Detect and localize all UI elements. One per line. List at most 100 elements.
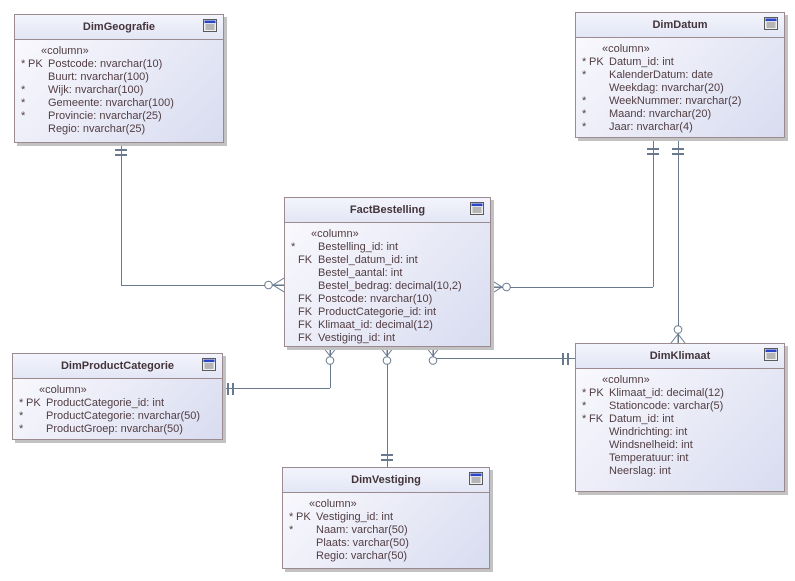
- cardinality-one-tick: [115, 154, 127, 156]
- attribute-text: Datum_id: int: [609, 56, 674, 68]
- attribute-text: ProductCategorie_id: int: [318, 306, 437, 318]
- entity-header: DimKlimaat: [576, 344, 784, 369]
- connector-datum-fact[interactable]: [491, 287, 653, 288]
- table-icon: [470, 202, 484, 215]
- key-label: [26, 423, 46, 436]
- required-flag: *: [582, 69, 587, 81]
- required-flag: *: [582, 95, 587, 107]
- attribute-text: Weekdag: nvarchar(20): [609, 82, 724, 94]
- stereotype-label: «column»: [41, 45, 89, 57]
- key-label: [589, 426, 609, 439]
- key-label: PK: [26, 397, 41, 409]
- attribute-text: Postcode: nvarchar(10): [48, 58, 163, 70]
- required-flag: *: [21, 110, 26, 122]
- key-label: [589, 400, 609, 413]
- attribute-text: Klimaat_id: decimal(12): [318, 319, 433, 331]
- attribute-text: Temperatuur: int: [609, 452, 689, 464]
- attribute-text: ProductCategorie: nvarchar(50): [46, 410, 201, 422]
- attribute-text: Gemeente: nvarchar(100): [48, 97, 174, 109]
- attribute-text: Jaar: nvarchar(4): [609, 121, 693, 133]
- connector-geografie-fact[interactable]: [121, 143, 122, 285]
- stereotype-label: «column»: [311, 228, 359, 240]
- attribute-row: *Naam: varchar(50): [283, 524, 485, 537]
- attribute-row: Regio: varchar(50): [283, 550, 485, 563]
- attribute-row: * Jaar: nvarchar(4): [576, 121, 780, 134]
- key-label: FK: [589, 413, 604, 425]
- key-label: [28, 84, 48, 97]
- key-label: FK: [298, 254, 313, 266]
- entity-title: DimProductCategorie: [60, 360, 175, 372]
- key-label: [298, 267, 318, 280]
- cardinality-one-tick: [562, 353, 564, 365]
- key-label: [589, 121, 609, 134]
- attribute-text: Vestiging_id: int: [318, 332, 396, 344]
- attribute-text: Bestelling_id: int: [318, 241, 399, 253]
- required-flag: [576, 82, 589, 95]
- attribute-text: Klimaat_id: decimal(12): [609, 387, 724, 399]
- attribute-row: *Stationcode: varchar(5): [576, 400, 780, 413]
- key-label: [589, 465, 609, 478]
- entity-title: FactBestelling: [349, 204, 426, 216]
- connector-datum-klimaat[interactable]: [678, 138, 679, 343]
- required-flag: *: [582, 56, 587, 68]
- entity-title: DimKlimaat: [649, 350, 711, 362]
- entity-header: FactBestelling: [285, 198, 490, 223]
- attribute-row: *WeekNummer: nvarchar(2): [576, 95, 780, 108]
- attribute-row: *KalenderDatum: date: [576, 69, 780, 82]
- attribute-text: Bestel_bedrag: decimal(10,2): [318, 280, 462, 292]
- entity-factbestelling[interactable]: FactBestelling «column» * Bestelling_id: …: [284, 197, 491, 347]
- required-flag: *: [582, 121, 587, 133]
- attribute-row: Plaats: varchar(50): [283, 537, 485, 550]
- key-label: [28, 71, 48, 84]
- connector-geografie-fact[interactable]: [121, 285, 284, 286]
- cardinality-one-tick: [115, 149, 127, 151]
- key-label: [296, 537, 316, 550]
- required-flag: *: [291, 241, 296, 253]
- attribute-row: *Maand: nvarchar(20): [576, 108, 780, 121]
- entity-title: DimVestiging: [351, 474, 421, 486]
- required-flag: [285, 254, 298, 267]
- attribute-text: Postcode: nvarchar(10): [318, 293, 433, 305]
- key-label: [589, 95, 609, 108]
- cardinality-one-tick: [381, 459, 393, 461]
- required-flag: [285, 280, 298, 293]
- connector-klimaat-fact[interactable]: [433, 358, 575, 359]
- table-icon: [202, 358, 216, 371]
- attribute-text: Plaats: varchar(50): [316, 537, 409, 549]
- attribute-text: ProductGroep: nvarchar(50): [46, 423, 183, 435]
- connector-productcategorie-fact[interactable]: [330, 347, 331, 388]
- connector-productcategorie-fact[interactable]: [223, 388, 330, 389]
- attribute-row: Bestel_bedrag: decimal(10,2): [285, 280, 486, 293]
- key-label: FK: [298, 306, 313, 318]
- connector-vestiging-fact[interactable]: [387, 347, 388, 467]
- key-label: [28, 110, 48, 123]
- key-label: [28, 97, 48, 110]
- cardinality-one-tick: [672, 153, 684, 155]
- attribute-text: Bestel_aantal: int: [318, 267, 403, 279]
- attribute-text: Provincie: nvarchar(25): [48, 110, 162, 122]
- required-flag: [15, 123, 28, 136]
- entity-title: DimGeografie: [82, 21, 156, 33]
- attribute-row: Bestel_aantal: int: [285, 267, 486, 280]
- entity-header: DimDatum: [576, 13, 784, 38]
- table-icon: [203, 19, 217, 32]
- attribute-text: Regio: nvarchar(25): [48, 123, 146, 135]
- cardinality-one-tick: [232, 383, 234, 395]
- required-flag: *: [582, 387, 587, 399]
- connector-datum-fact[interactable]: [653, 138, 654, 287]
- attribute-text: Stationcode: varchar(5): [609, 400, 724, 412]
- attribute-row: Regio: nvarchar(25): [15, 123, 219, 136]
- attribute-text: Windsnelheid: int: [609, 439, 693, 451]
- required-flag: *: [289, 524, 294, 536]
